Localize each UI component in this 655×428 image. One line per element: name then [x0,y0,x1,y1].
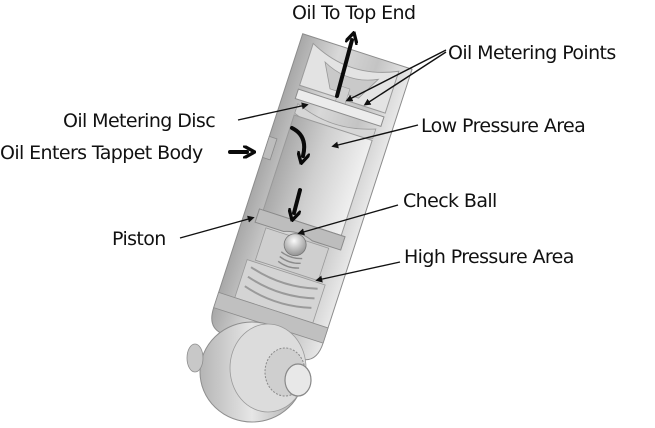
leader-metering-disc [237,102,309,121]
leader-metering-point-2 [363,51,447,106]
leader-check-ball [297,204,399,236]
label-high-pressure-area: High Pressure Area [404,246,574,268]
label-oil-enters-tappet-body: Oil Enters Tappet Body [0,142,203,164]
flow-arrow-top-end [335,40,352,98]
label-piston: Piston [112,228,166,250]
roller-axle [284,363,312,397]
leader-piston [179,215,255,239]
oil-metering-disc [294,88,385,128]
flow-arrow-curve [290,126,304,156]
label-low-pressure-area: Low Pressure Area [421,115,585,137]
leader-lines [179,49,447,283]
check-spring [277,251,303,269]
flow-arrow-down [294,188,302,213]
leader-metering-point-1 [345,49,447,102]
leader-low-pressure [331,124,419,149]
label-check-ball: Check Ball [403,190,497,212]
label-oil-metering-points: Oil Metering Points [448,42,616,64]
plunger-spring [244,266,318,309]
label-oil-to-top-end: Oil To Top End [292,2,415,24]
tappet-body [211,33,413,361]
roller [186,321,312,423]
leader-high-pressure [315,261,401,283]
label-oil-metering-disc: Oil Metering Disc [63,110,215,132]
